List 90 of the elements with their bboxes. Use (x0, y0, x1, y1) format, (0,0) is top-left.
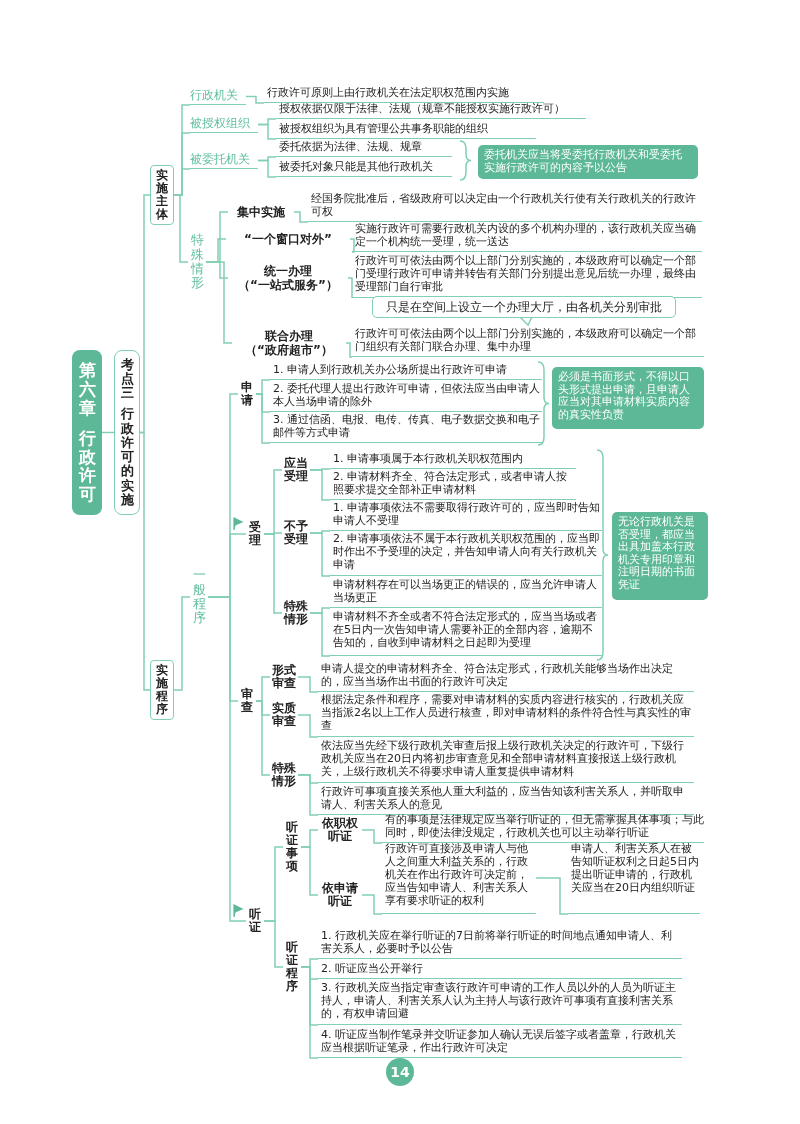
connector-line (255, 700, 271, 776)
connector-line (297, 714, 319, 738)
leaf-text: 经国务院批准后，省级政府可以决定由一个行政机关行使有关行政机关的行政许可权 (308, 192, 702, 222)
subtopic-label: 形式审查 (270, 662, 298, 692)
leaf-text: 根据法定条件和程序，需要对申请材料的实质内容进行核实的，行政机关应当指派2名以上工作人员进行核查，即对申请材料的条件符合性与真实性的审查 (318, 693, 694, 737)
connector-line (300, 966, 319, 1059)
leaf-text: 实施行政许可需要行政机关内设的多个机构办理的，该行政机关应当确定一个机构统一受理，统一送达 (352, 222, 702, 252)
connector-line (345, 342, 353, 358)
summary-note: 委托机关应当将受委托行政机关和受委托实施行政许可的内容予以公告 (478, 145, 698, 179)
leaf-text: 申请材料存在可以当场更正的错误的，应当允许申请人当场更正 (330, 578, 602, 608)
connector-line (293, 211, 309, 223)
branch-box: 实施主体 (150, 165, 174, 225)
subtopic-label: 听证事项 (283, 818, 301, 876)
leaf-text: 行政许可事项直接关系他人重大利益的，应当告知该利害关系人，并听取申请人、利害关系人的意见 (318, 785, 694, 815)
subtopic-label: “一个窗口对外” (226, 230, 350, 248)
leaf-text: 1. 行政机关应在举行听证的7日前将举行听证的时间地点通知申请人、利害关系人，必要时予以公告 (318, 929, 682, 959)
connector-line (300, 846, 319, 896)
leaf-text: 依法应当先经下级行政机关审查后报上级行政机关决定的行政许可，下级行政机关应当在20日内将初步审查意见和全部申请材料直接报送上级行政机关，上级行政机关不得要求申请人重复提供申请材料 (318, 739, 694, 783)
connector-line (257, 123, 277, 140)
leaf-text: 4. 听证应当制作笔录并交听证参加人确认无误后签字或者盖章，行政机关应当根据听证笔录，作出行政许可决定 (318, 1028, 682, 1058)
node-label: （“政府超市”） (245, 343, 333, 357)
chapter-title: 第六章 (78, 361, 96, 418)
connector-line (309, 612, 331, 657)
subtopic-label: 应当受理 (282, 455, 310, 485)
connector-line (139, 431, 151, 691)
subtopic-label: 受理 (246, 518, 264, 550)
connector-line (361, 829, 383, 844)
leaf-text: 被委托对象只能是其他行政机关 (276, 160, 452, 177)
subtopic-label: 审查 (238, 685, 256, 717)
subtopic-label: 集中实施 (228, 203, 294, 221)
leaf-text: 授权依据仅限于法律、法规（规章不能授权实施行政许可） (276, 102, 586, 119)
connector-line (207, 596, 247, 922)
leaf-text: 申请人、利害关系人在被告知听证权利之日起5日内提出听证申请的，行政机关应当在20日内组织听证 (568, 842, 700, 914)
node-label: （“一站式服务”） (238, 278, 338, 292)
leaf-text: 行政许可原则上由行政机关在法定职权范围内实施 (264, 86, 544, 103)
leaf-text: 3. 通过信函、电报、电传、传真、电子数据交换和电子邮件等方式申请 (270, 413, 542, 443)
topic-title: 考点三 (120, 357, 134, 401)
subtopic-label: 听证程序 (283, 938, 301, 996)
connector-line (349, 238, 355, 253)
chapter-title: 行政许可 (78, 428, 96, 504)
branch-label: 特殊情形 (188, 230, 206, 294)
node-label: 统一办理 (264, 264, 312, 278)
connector-line (257, 159, 277, 178)
connector-line (245, 95, 265, 104)
leaf-text: 1. 申请事项依法不需要取得行政许可的，应当即时告知申请人不受理 (330, 501, 602, 531)
connector-line (263, 533, 283, 614)
connector-line (263, 920, 284, 968)
subtopic-label: 实质审查 (270, 700, 298, 730)
branch-label: 行政机关 (190, 88, 246, 105)
subtopic-label: 不予受理 (282, 518, 310, 548)
leaf-text: 2. 听证应当公开举行 (318, 962, 682, 979)
subtopic-label: 特殊情形 (282, 598, 310, 628)
summary-note: 必须是书面形式，不得以口头形式提出申请，且申请人应当对其申请材料实质内容的真实性负责 (552, 367, 704, 429)
branch-label: 被委托机关 (190, 152, 258, 169)
leaf-text: 申请人提交的申请材料齐全、符合法定形式，行政机关能够当场作出决定的，应当当场作出书面的行政许可决定 (318, 662, 694, 692)
leaf-text: 委托依据为法律、法规、规章 (276, 140, 452, 157)
subtopic-label: 依职权听证 (318, 815, 362, 845)
connector-line (535, 877, 569, 915)
leaf-text: 1. 申请人到行政机关办公场所提出行政许可申请 (270, 363, 542, 380)
subtopic-label: 依申请听证 (318, 880, 362, 910)
branch-box: 实施程序 (150, 660, 174, 720)
subtopic-label: 特殊情形 (270, 760, 298, 790)
topic-box (114, 350, 140, 515)
leaf-text: 有的事项是法律规定应当举行听证的，但无需掌握具体事项；与此同时，即使法律没规定，行政机关也可以主动举行听证 (382, 813, 704, 843)
summary-note: 无论行政机关是否受理，都应当出具加盖本行政机关专用印章和注明日期的书面凭证 (612, 512, 708, 600)
node-label: 联合办理 (265, 329, 313, 343)
connector-line (297, 676, 319, 693)
leaf-text: 2. 委托代理人提出行政许可申请，但依法应当由申请人本人当场申请的除外 (270, 382, 542, 412)
connector-line (347, 277, 353, 299)
leaf-text: 被授权组织为具有管理公共事务职能的组织 (276, 122, 536, 139)
leaf-text: 3. 行政机关应当指定审查该行政许可申请的工作人员以外的人员为听证主持人，申请人、利害关系人认为主持人与该行政许可事项有直接利害关系的，有权申请回避 (318, 981, 682, 1025)
leaf-text: 2. 申请事项依法不属于本行政机关职权范围的，应当即时作出不予受理的决定，并告知申请人向有关行政机关申请 (330, 532, 602, 576)
leaf-text: 申请材料不齐全或者不符合法定形式的，应当当场或者在5日内一次告知申请人需要补正的全部内容，逾期不告知的，自收到申请材料之日起即为受理 (330, 610, 602, 656)
subtopic-label: 申请 (238, 378, 256, 410)
leaf-text: 2. 申请材料齐全、符合法定形式，或者申请人按照要求提交全部补正申请材料 (330, 470, 576, 500)
connector-line (297, 774, 319, 816)
leaf-text: 行政许可可依法由两个以上部门分别实施的，本级政府可以确定一个部门组织有关部门联合办理、集中办理 (352, 327, 704, 357)
leaf-text: 行政许可直接涉及申请人与他人之间重大利益关系的，行政机关在作出行政许可决定前，应当告知申请人、利害关系人享有要求听证的权利 (382, 842, 536, 914)
topic-title: 行政许可的实施 (120, 407, 134, 508)
page-number: 14 (386, 1058, 414, 1086)
connector-line (255, 393, 271, 444)
connector-line (173, 596, 191, 691)
branch-label: 被授权组织 (190, 116, 258, 133)
connector-line (309, 532, 331, 577)
subtopic-label: 听证 (246, 905, 264, 937)
connector-line (309, 469, 331, 501)
leaf-text: 1. 申请事项属于本行政机关职权范围内 (330, 452, 576, 469)
chapter-title-box (72, 350, 102, 515)
connector-line (361, 894, 383, 915)
branch-label: 一般程序 (190, 565, 208, 629)
